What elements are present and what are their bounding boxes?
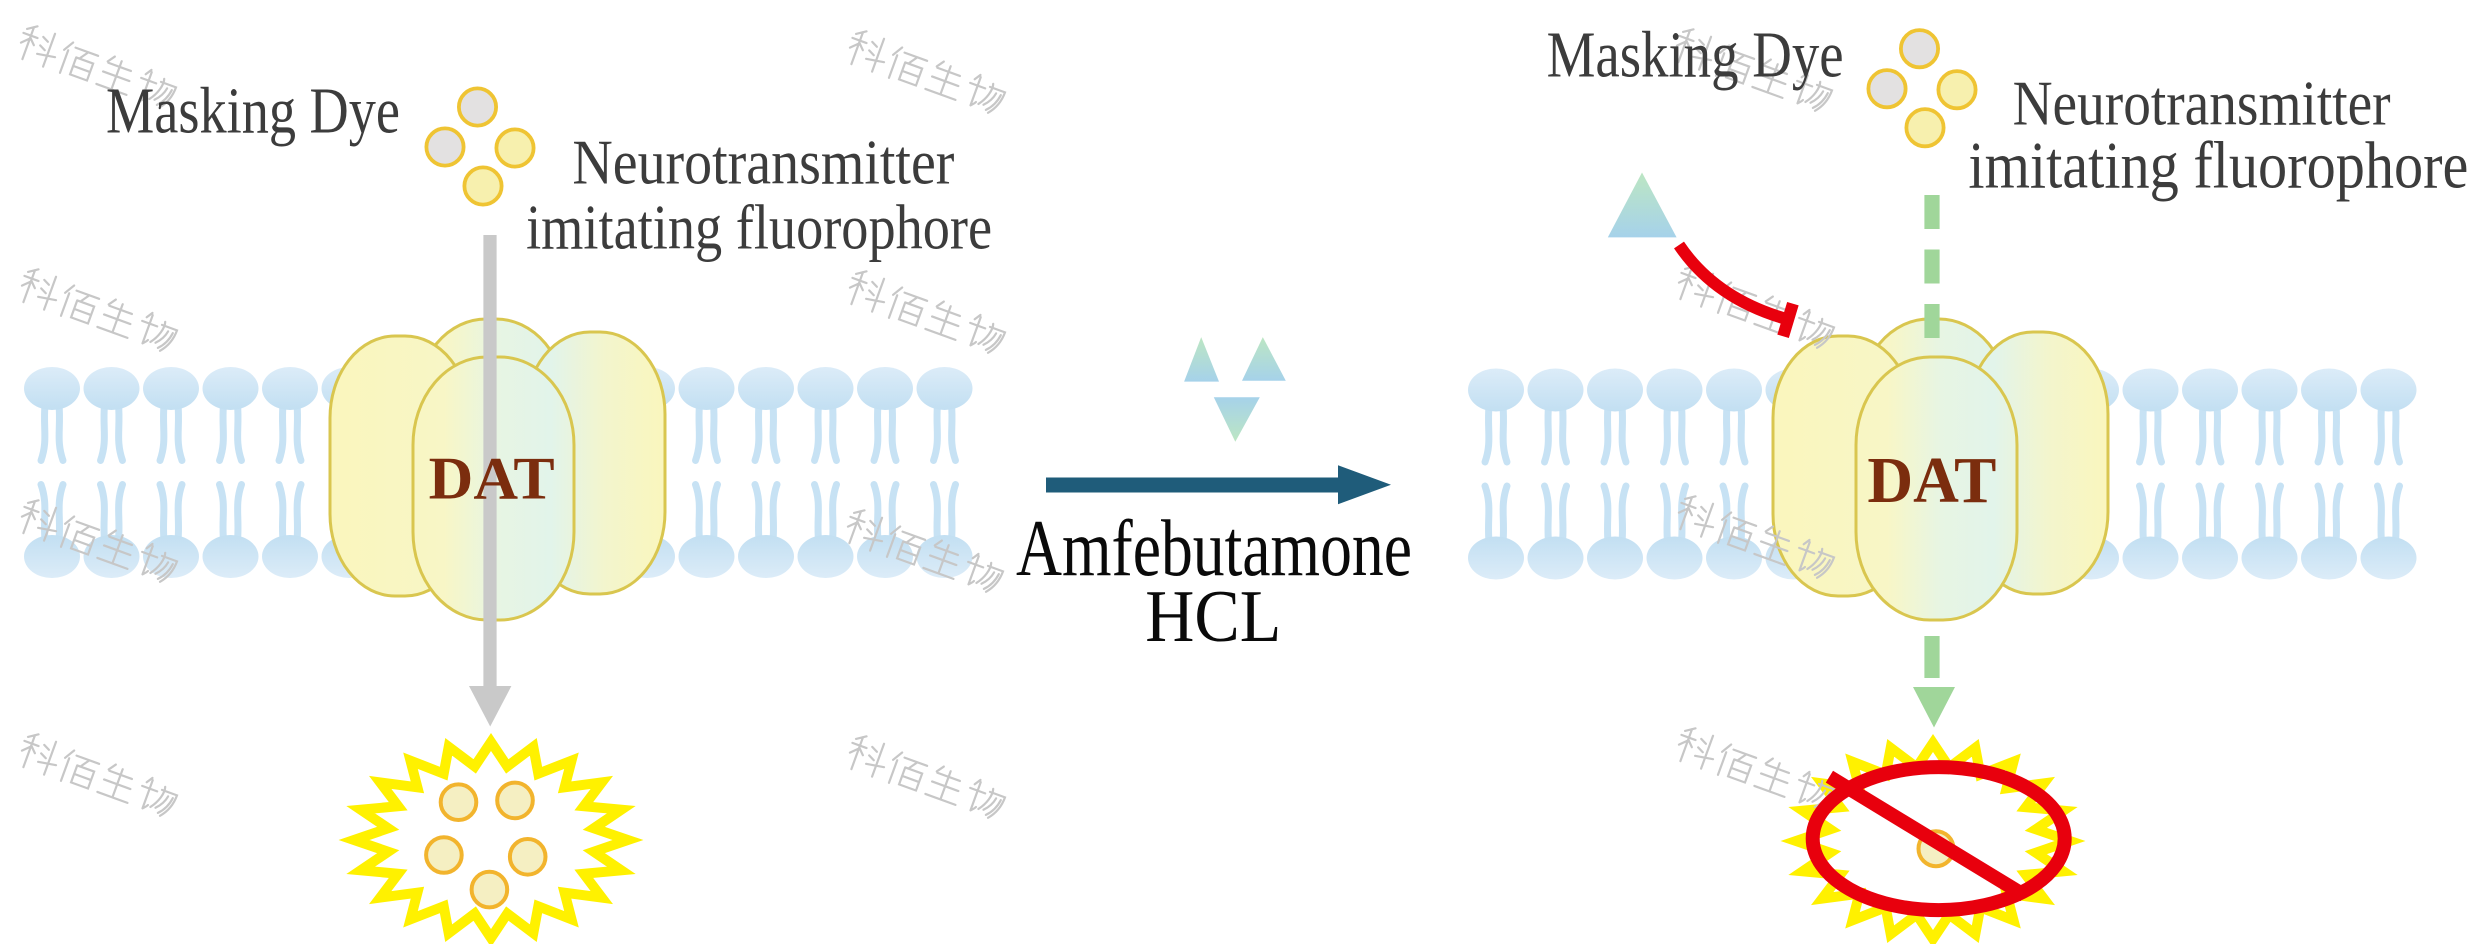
svg-text:DAT: DAT [1867, 444, 1996, 517]
svg-text:Amfebutamone: Amfebutamone [1016, 505, 1412, 593]
svg-text:Neurotransmitter: Neurotransmitter [572, 127, 954, 197]
svg-text:DAT: DAT [429, 445, 555, 511]
svg-text:imitating fluorophore: imitating fluorophore [1968, 128, 2468, 202]
svg-text:Masking Dye: Masking Dye [1547, 18, 1844, 91]
svg-text:imitating fluorophore: imitating fluorophore [526, 193, 992, 263]
svg-text:Masking Dye: Masking Dye [106, 74, 400, 147]
svg-text:Neurotransmitter: Neurotransmitter [2013, 69, 2391, 139]
svg-text:HCL: HCL [1145, 576, 1281, 658]
